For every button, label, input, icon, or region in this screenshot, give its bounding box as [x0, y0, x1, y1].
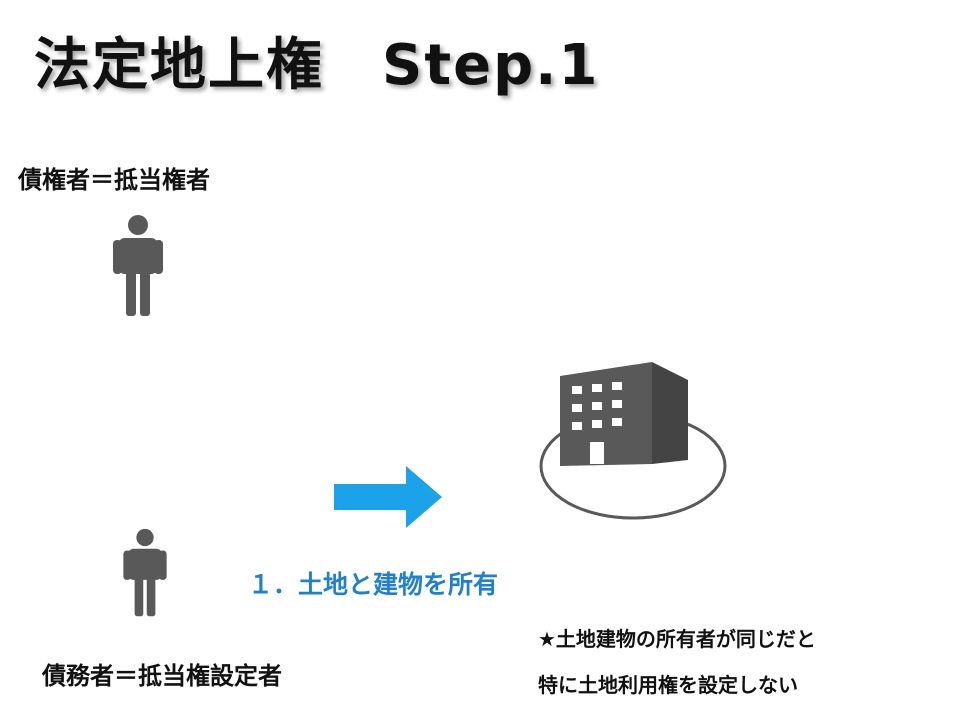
property-illustration: [539, 362, 727, 520]
creditor-person-icon: [113, 215, 163, 316]
page-title: 法定地上権 Step.1: [34, 33, 600, 98]
building-icon: [560, 362, 688, 466]
step-label: １．土地と建物を所有: [248, 570, 499, 599]
debtor-label: 債務者＝抵当権設定者: [42, 662, 282, 690]
note-line-1: ★土地建物の所有者が同じだと: [538, 627, 816, 651]
creditor-label: 債権者＝抵当権者: [18, 166, 210, 194]
right-arrow-icon: [334, 466, 442, 528]
debtor-person-icon: [123, 528, 167, 617]
note-line-2: 特に土地利用権を設定しない: [538, 673, 798, 697]
